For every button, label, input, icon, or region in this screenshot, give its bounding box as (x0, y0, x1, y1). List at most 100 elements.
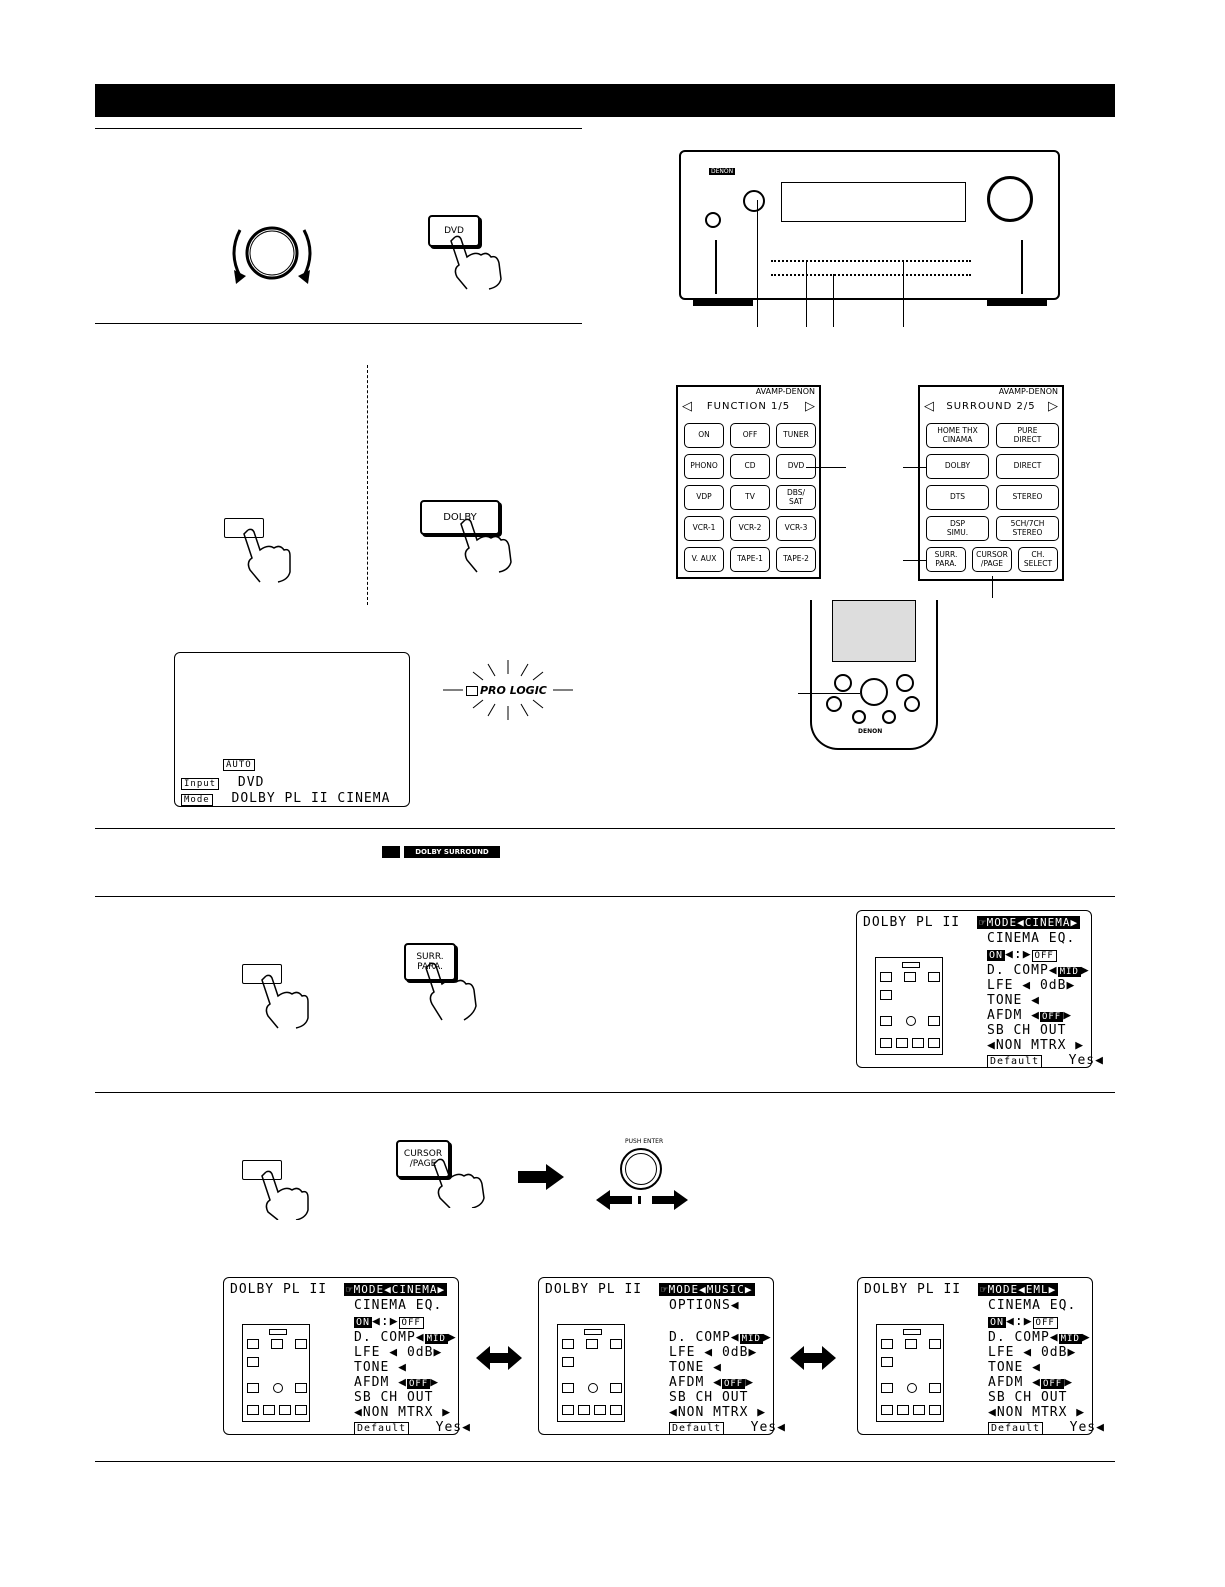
yes-value: Yes (1068, 1053, 1096, 1068)
speaker-icon (562, 1339, 574, 1349)
speaker-icon (881, 1357, 893, 1367)
prev-page-icon[interactable]: ◁ (682, 399, 692, 414)
speaker-icon (907, 1383, 917, 1393)
function-key[interactable]: OFF (730, 423, 770, 448)
function-key[interactable]: DBS/ SAT (776, 485, 816, 510)
speaker-icon (928, 972, 940, 982)
surr-para-label: SURR. (416, 951, 444, 962)
push-enter-knob[interactable] (860, 678, 888, 706)
non-mtrx-value: NON MTRX (996, 1405, 1068, 1420)
afdm-value: OFF (1042, 1379, 1063, 1389)
remote-brand: DENON (858, 728, 883, 735)
prev-page-icon[interactable]: ◁ (924, 399, 934, 414)
mode-label: MODE (987, 1283, 1019, 1296)
mode-value: DOLBY PL II CINEMA (231, 791, 391, 806)
osd-title: DOLBY PL II (230, 1282, 328, 1297)
push-enter-dial[interactable] (620, 1148, 662, 1190)
remote-button[interactable] (826, 696, 842, 712)
speaker-icon (903, 1329, 921, 1335)
speaker-icon (610, 1339, 622, 1349)
function-key[interactable]: DVD (776, 454, 816, 479)
callout-line (757, 200, 758, 327)
surround-key[interactable]: DIRECT (996, 454, 1059, 479)
right-door (1021, 240, 1057, 294)
speaker-icon (913, 1405, 925, 1415)
surround-key[interactable]: SURR. PARA. (926, 547, 966, 572)
surround-key[interactable]: CURSOR /PAGE (972, 547, 1012, 572)
speaker-icon (562, 1357, 574, 1367)
mode-label: MODE (986, 916, 1018, 929)
next-page-icon[interactable]: ▷ (1048, 399, 1058, 414)
mode-label: MODE (668, 1283, 700, 1296)
rotate-knob-icon (232, 226, 312, 284)
speaker-icon (880, 972, 892, 982)
surround-key[interactable]: HOME THX CINAMA (926, 423, 989, 448)
mid-value: MID (426, 1334, 446, 1344)
surround-key[interactable]: 5CH/7CH STEREO (996, 516, 1059, 541)
mode-tag: Mode (181, 794, 213, 806)
afdm-label: AFDM (987, 1008, 1023, 1023)
speaker-icon (902, 962, 920, 968)
speaker-icon (928, 1038, 940, 1048)
speaker-icon (295, 1405, 307, 1415)
dolby-button[interactable]: DOLBY (420, 500, 500, 535)
mode-value: CINEMA (1024, 916, 1071, 929)
callout-line (833, 274, 834, 327)
remote-button[interactable] (834, 674, 852, 692)
surround-key[interactable]: STEREO (996, 485, 1059, 510)
function-key[interactable]: TAPE-2 (776, 547, 816, 572)
receiver-feet (693, 300, 753, 306)
dolby-dd-icon (466, 686, 478, 696)
push-enter-dial-inner (625, 1153, 657, 1185)
off-option: OFF (1035, 1318, 1055, 1328)
function-key[interactable]: VDP (684, 485, 724, 510)
function-key[interactable]: CD (730, 454, 770, 479)
next-page-icon[interactable]: ▷ (805, 399, 815, 414)
function-key[interactable]: V. AUX (684, 547, 724, 572)
speaker-icon (929, 1405, 941, 1415)
lfe-value: 0dB (1039, 978, 1067, 993)
function-key[interactable]: TUNER (776, 423, 816, 448)
function-key[interactable]: ON (684, 423, 724, 448)
remote-button[interactable] (882, 710, 896, 724)
osd-param-screen: DOLBY PL II☞MODE◀MUSIC▶OPTIONS◀D. COMP◀M… (538, 1277, 785, 1435)
function-key[interactable]: TAPE-1 (730, 547, 770, 572)
cursor-page-button[interactable]: CURSOR /PAGE (396, 1140, 450, 1178)
sb-ch-out-label: SB CH OUT (987, 1023, 1067, 1038)
remote-button[interactable] (852, 710, 866, 724)
speaker-icon (279, 1405, 291, 1415)
remote-button[interactable] (896, 674, 914, 692)
speaker-icon (247, 1357, 259, 1367)
surround-key[interactable]: DSP SIMU. (926, 516, 989, 541)
surround-key[interactable]: PURE DIRECT (996, 423, 1059, 448)
function-key[interactable]: PHONO (684, 454, 724, 479)
speaker-icon (271, 1339, 283, 1349)
lfe-label: LFE (354, 1345, 381, 1360)
surround-key[interactable]: DTS (926, 485, 989, 510)
panel-brand: AVAMP-DENON (755, 387, 815, 396)
function-key[interactable]: TV (730, 485, 770, 510)
osd-main-screen: AUTO Input DVD Mode DOLBY PL II CINEMA (174, 652, 410, 807)
surr-para-label: PARA. (417, 962, 443, 972)
callout-line (798, 693, 860, 694)
speaker-layout-diagram (876, 1324, 944, 1422)
callout-line (903, 560, 927, 561)
dvd-button[interactable]: DVD (428, 215, 480, 247)
speaker-icon (881, 1383, 893, 1393)
function-key[interactable]: VCR-2 (730, 516, 770, 541)
callout-line (992, 576, 993, 598)
hand-press-icon (460, 518, 512, 573)
volume-knob (987, 176, 1033, 222)
afdm-label: AFDM (988, 1375, 1024, 1390)
remote-button[interactable] (904, 696, 920, 712)
tone-label: TONE (987, 993, 1023, 1008)
function-key[interactable]: VCR-1 (684, 516, 724, 541)
surround-key[interactable]: DOLBY (926, 454, 989, 479)
surround-key[interactable]: CH. SELECT (1018, 547, 1058, 572)
speaker-icon (610, 1405, 622, 1415)
speaker-icon (295, 1339, 307, 1349)
function-key[interactable]: VCR-3 (776, 516, 816, 541)
speaker-icon (578, 1405, 590, 1415)
on-option: ON (989, 950, 1004, 961)
